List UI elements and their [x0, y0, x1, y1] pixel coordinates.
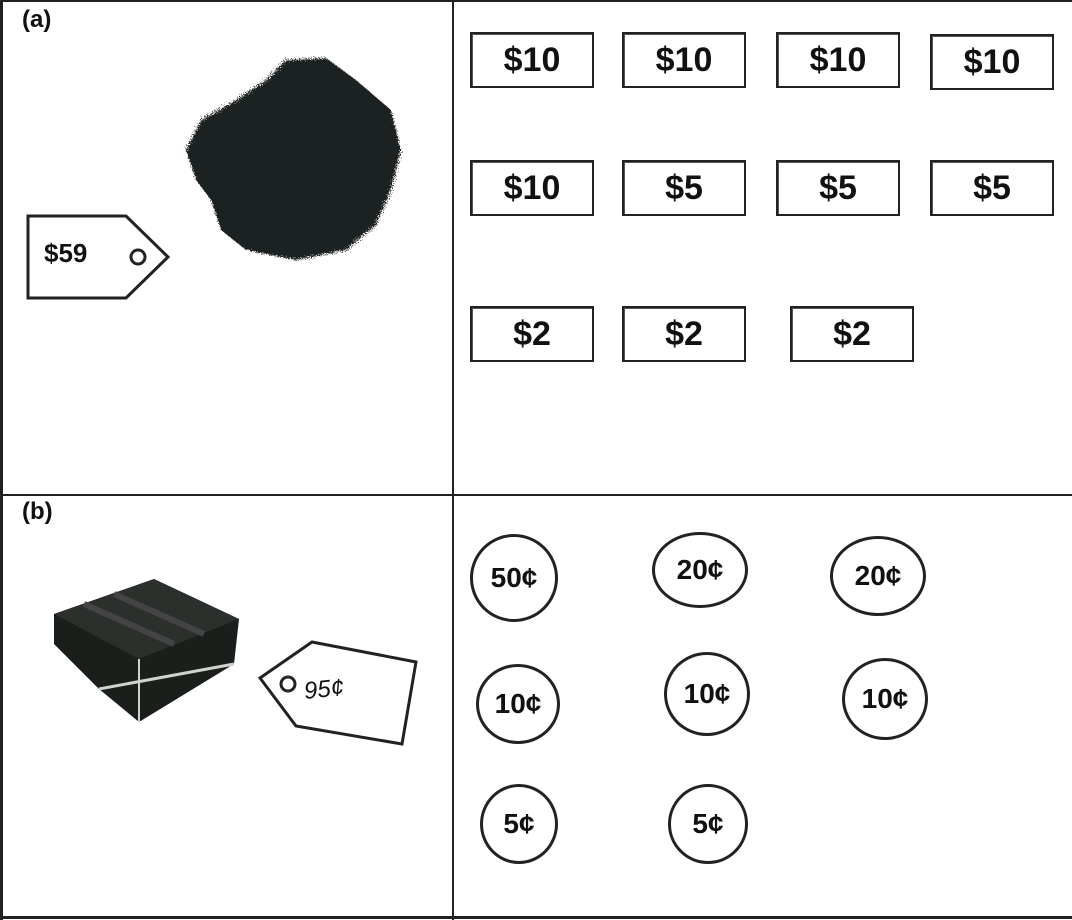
note-10: $2: [622, 306, 746, 362]
note-11: $2: [790, 306, 914, 362]
coin-1: 50¢: [470, 534, 558, 622]
left-border: [0, 0, 3, 920]
note-9: $2: [470, 306, 594, 362]
note-3: $10: [776, 32, 900, 88]
note-4: $10: [930, 34, 1054, 90]
panel-a-label: (a): [22, 6, 51, 34]
coin-8: 5¢: [668, 784, 748, 864]
note-8: $5: [930, 160, 1054, 216]
panel-b-label: (b): [22, 498, 53, 526]
column-divider: [452, 0, 454, 920]
price-tag-a-label: $59: [44, 238, 87, 269]
gift-box-image: [44, 574, 244, 724]
price-tag-b-label: 95¢: [303, 674, 346, 706]
coin-7: 5¢: [480, 784, 558, 864]
note-1: $10: [470, 32, 594, 88]
coin-3: 20¢: [830, 536, 926, 616]
note-7: $5: [776, 160, 900, 216]
coin-5: 10¢: [664, 652, 750, 736]
note-2: $10: [622, 32, 746, 88]
note-6: $5: [622, 160, 746, 216]
note-5: $10: [470, 160, 594, 216]
top-border: [0, 0, 1072, 2]
coin-6: 10¢: [842, 658, 928, 740]
coin-2: 20¢: [652, 532, 748, 608]
middle-divider: [0, 494, 1072, 496]
bottom-border: [0, 916, 1072, 919]
coin-4: 10¢: [476, 664, 560, 744]
sweater-image: [176, 50, 436, 280]
